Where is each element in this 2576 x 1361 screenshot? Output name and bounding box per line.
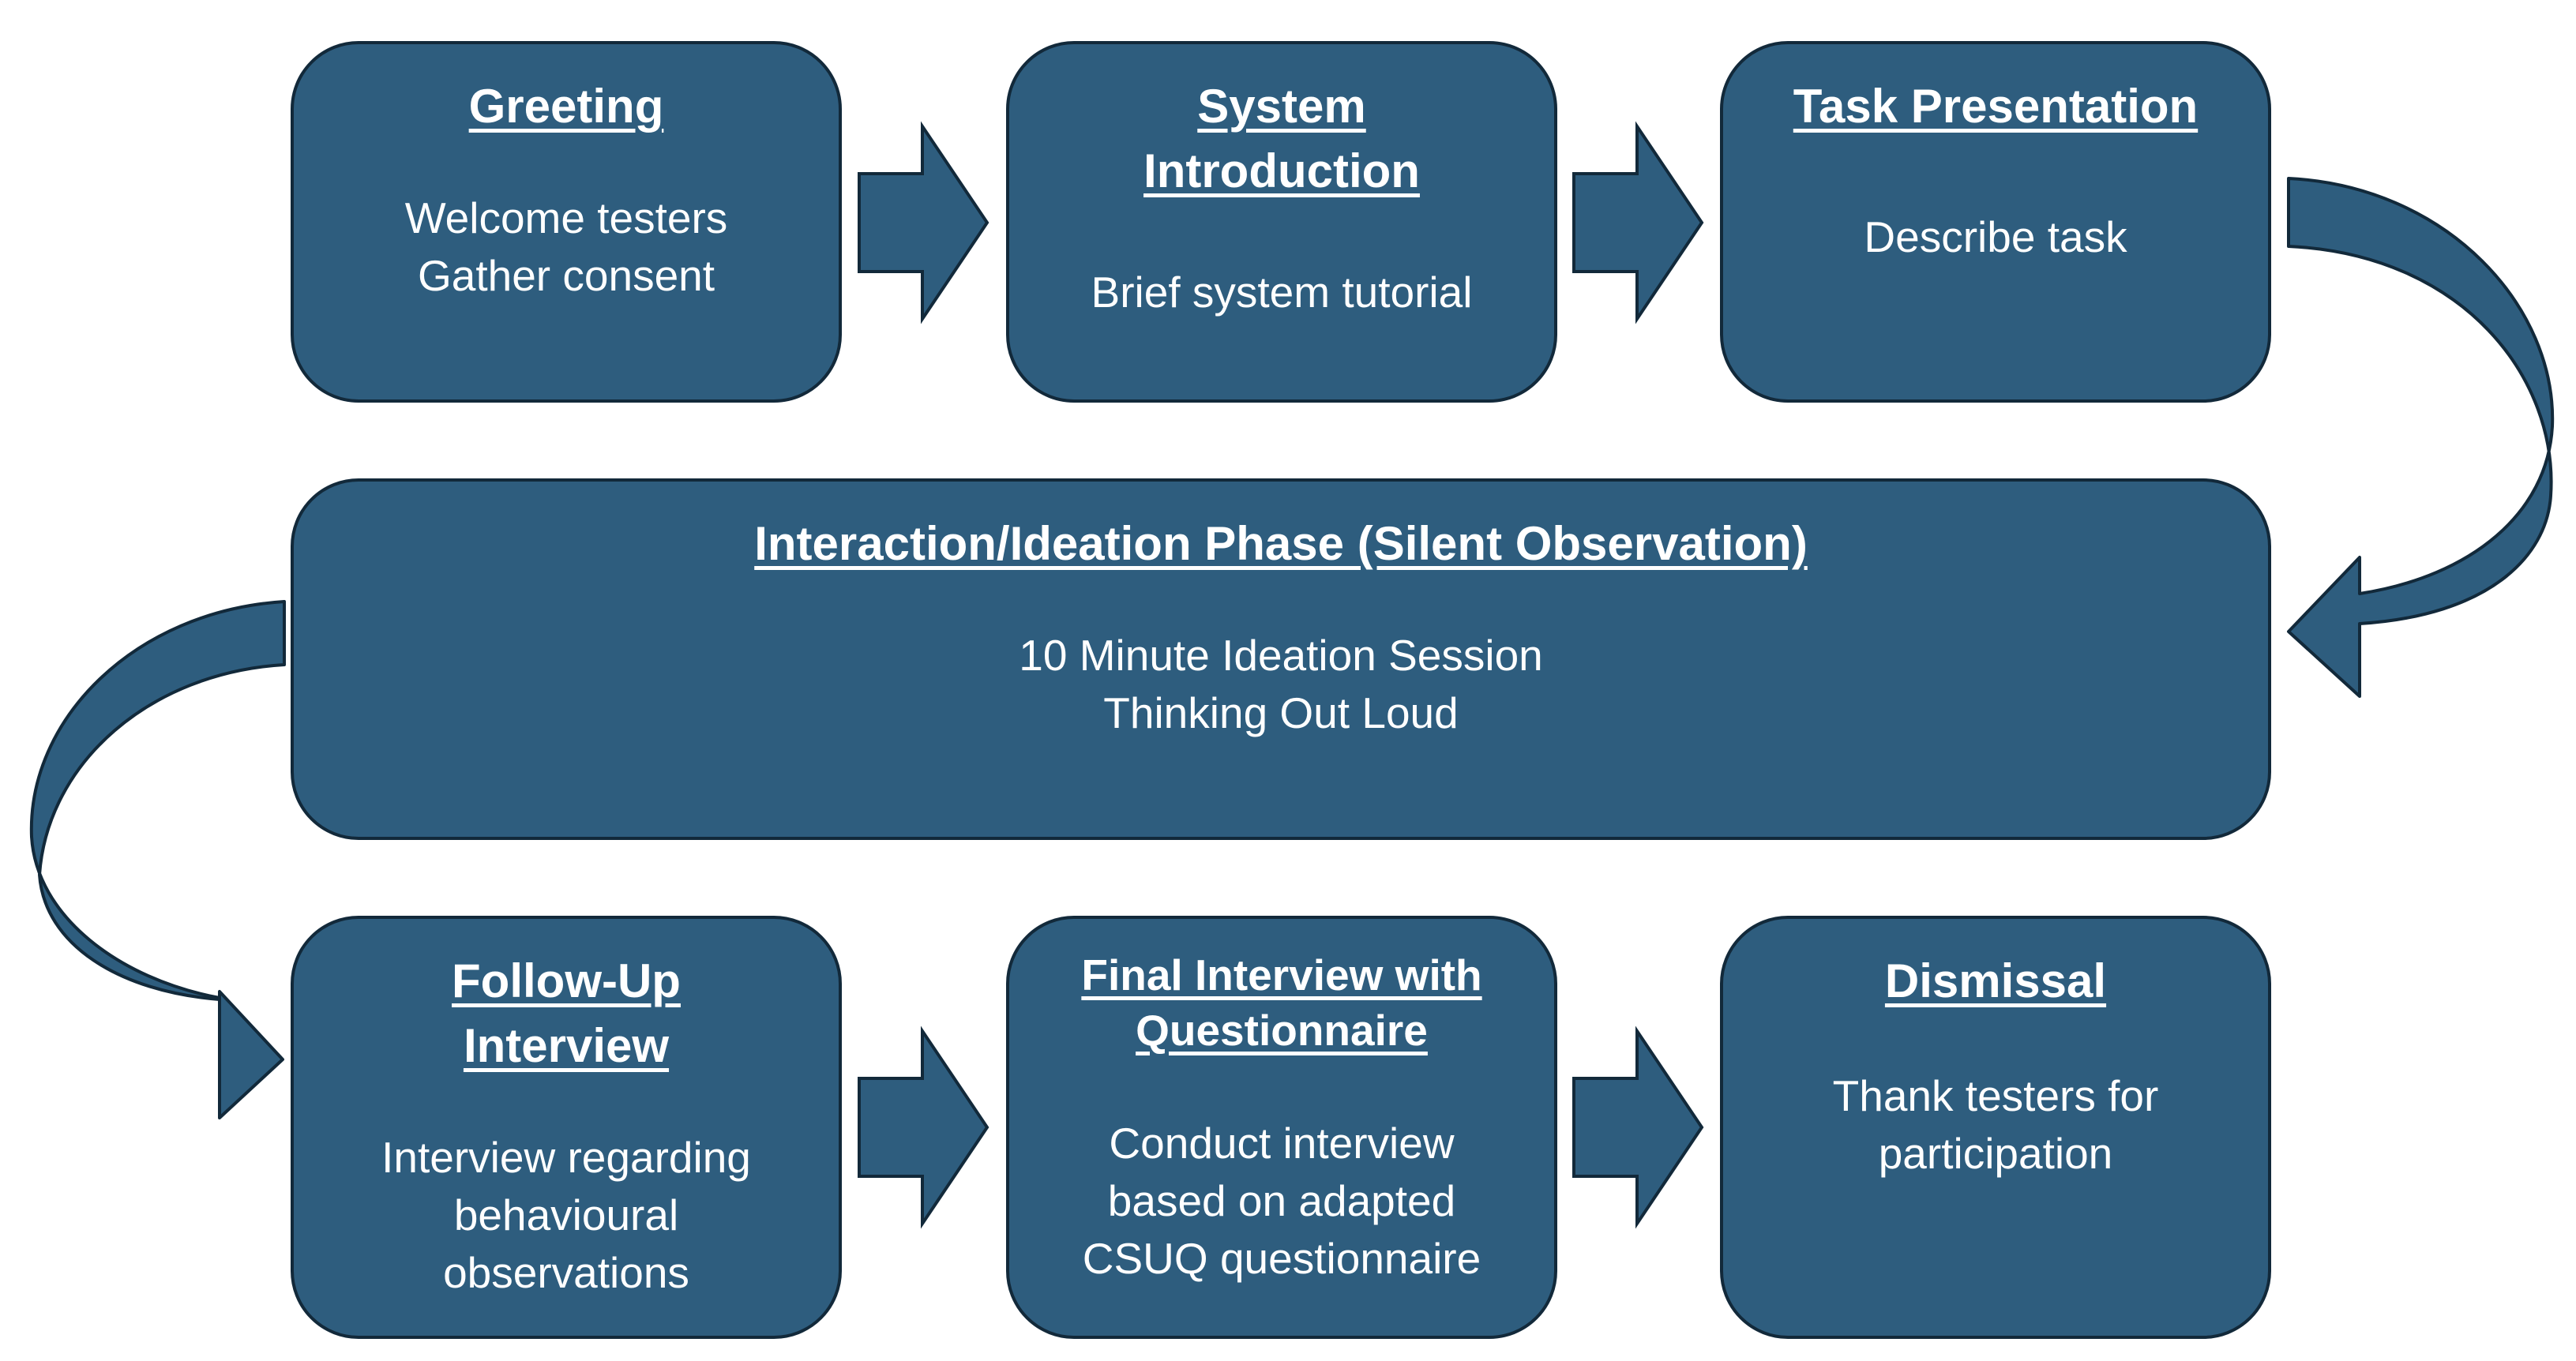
follow-up-interview-body: Interview regarding behavioural observat…	[381, 1133, 751, 1297]
arrow-interaction-to-followup	[29, 600, 286, 1119]
dismissal-title: Dismissal	[1884, 954, 2107, 1007]
interaction-phase-body: 10 Minute Ideation Session Thinking Out …	[1019, 631, 1543, 737]
greeting-box: Greeting Welcome testers Gather consent	[291, 41, 842, 403]
arrow-greeting-to-system	[858, 121, 989, 324]
system-introduction-body: Brief system tutorial	[1091, 268, 1473, 317]
follow-up-interview-title: Follow-Up Interview	[452, 954, 681, 1072]
arrow-task-to-interaction	[2287, 177, 2555, 698]
final-interview-body: Conduct interview based on adapted CSUQ …	[1082, 1119, 1481, 1283]
task-presentation-title: Task Presentation	[1793, 80, 2199, 133]
system-introduction-box: System Introduction Brief system tutoria…	[1006, 41, 1557, 403]
interaction-phase-box: Interaction/Ideation Phase (Silent Obser…	[291, 478, 2271, 840]
greeting-title: Greeting	[468, 80, 664, 133]
dismissal-body: Thank testers for participation	[1832, 1071, 2159, 1178]
greeting-body: Welcome testers Gather consent	[404, 193, 728, 300]
dismissal-box: Dismissal Thank testers for participatio…	[1720, 916, 2271, 1339]
follow-up-interview-box: Follow-Up Interview Interview regarding …	[291, 916, 842, 1339]
arrow-system-to-task	[1572, 121, 1704, 324]
arrow-followup-to-final	[858, 1025, 989, 1229]
interaction-phase-title: Interaction/Ideation Phase (Silent Obser…	[754, 517, 1808, 570]
task-presentation-body: Describe task	[1864, 212, 2127, 261]
final-interview-title: Final Interview with Questionnaire	[1081, 950, 1482, 1055]
arrow-final-to-dismissal	[1572, 1025, 1704, 1229]
task-presentation-box: Task Presentation Describe task	[1720, 41, 2271, 403]
system-introduction-title: System Introduction	[1143, 80, 1420, 197]
final-interview-box: Final Interview with Questionnaire Condu…	[1006, 916, 1557, 1339]
